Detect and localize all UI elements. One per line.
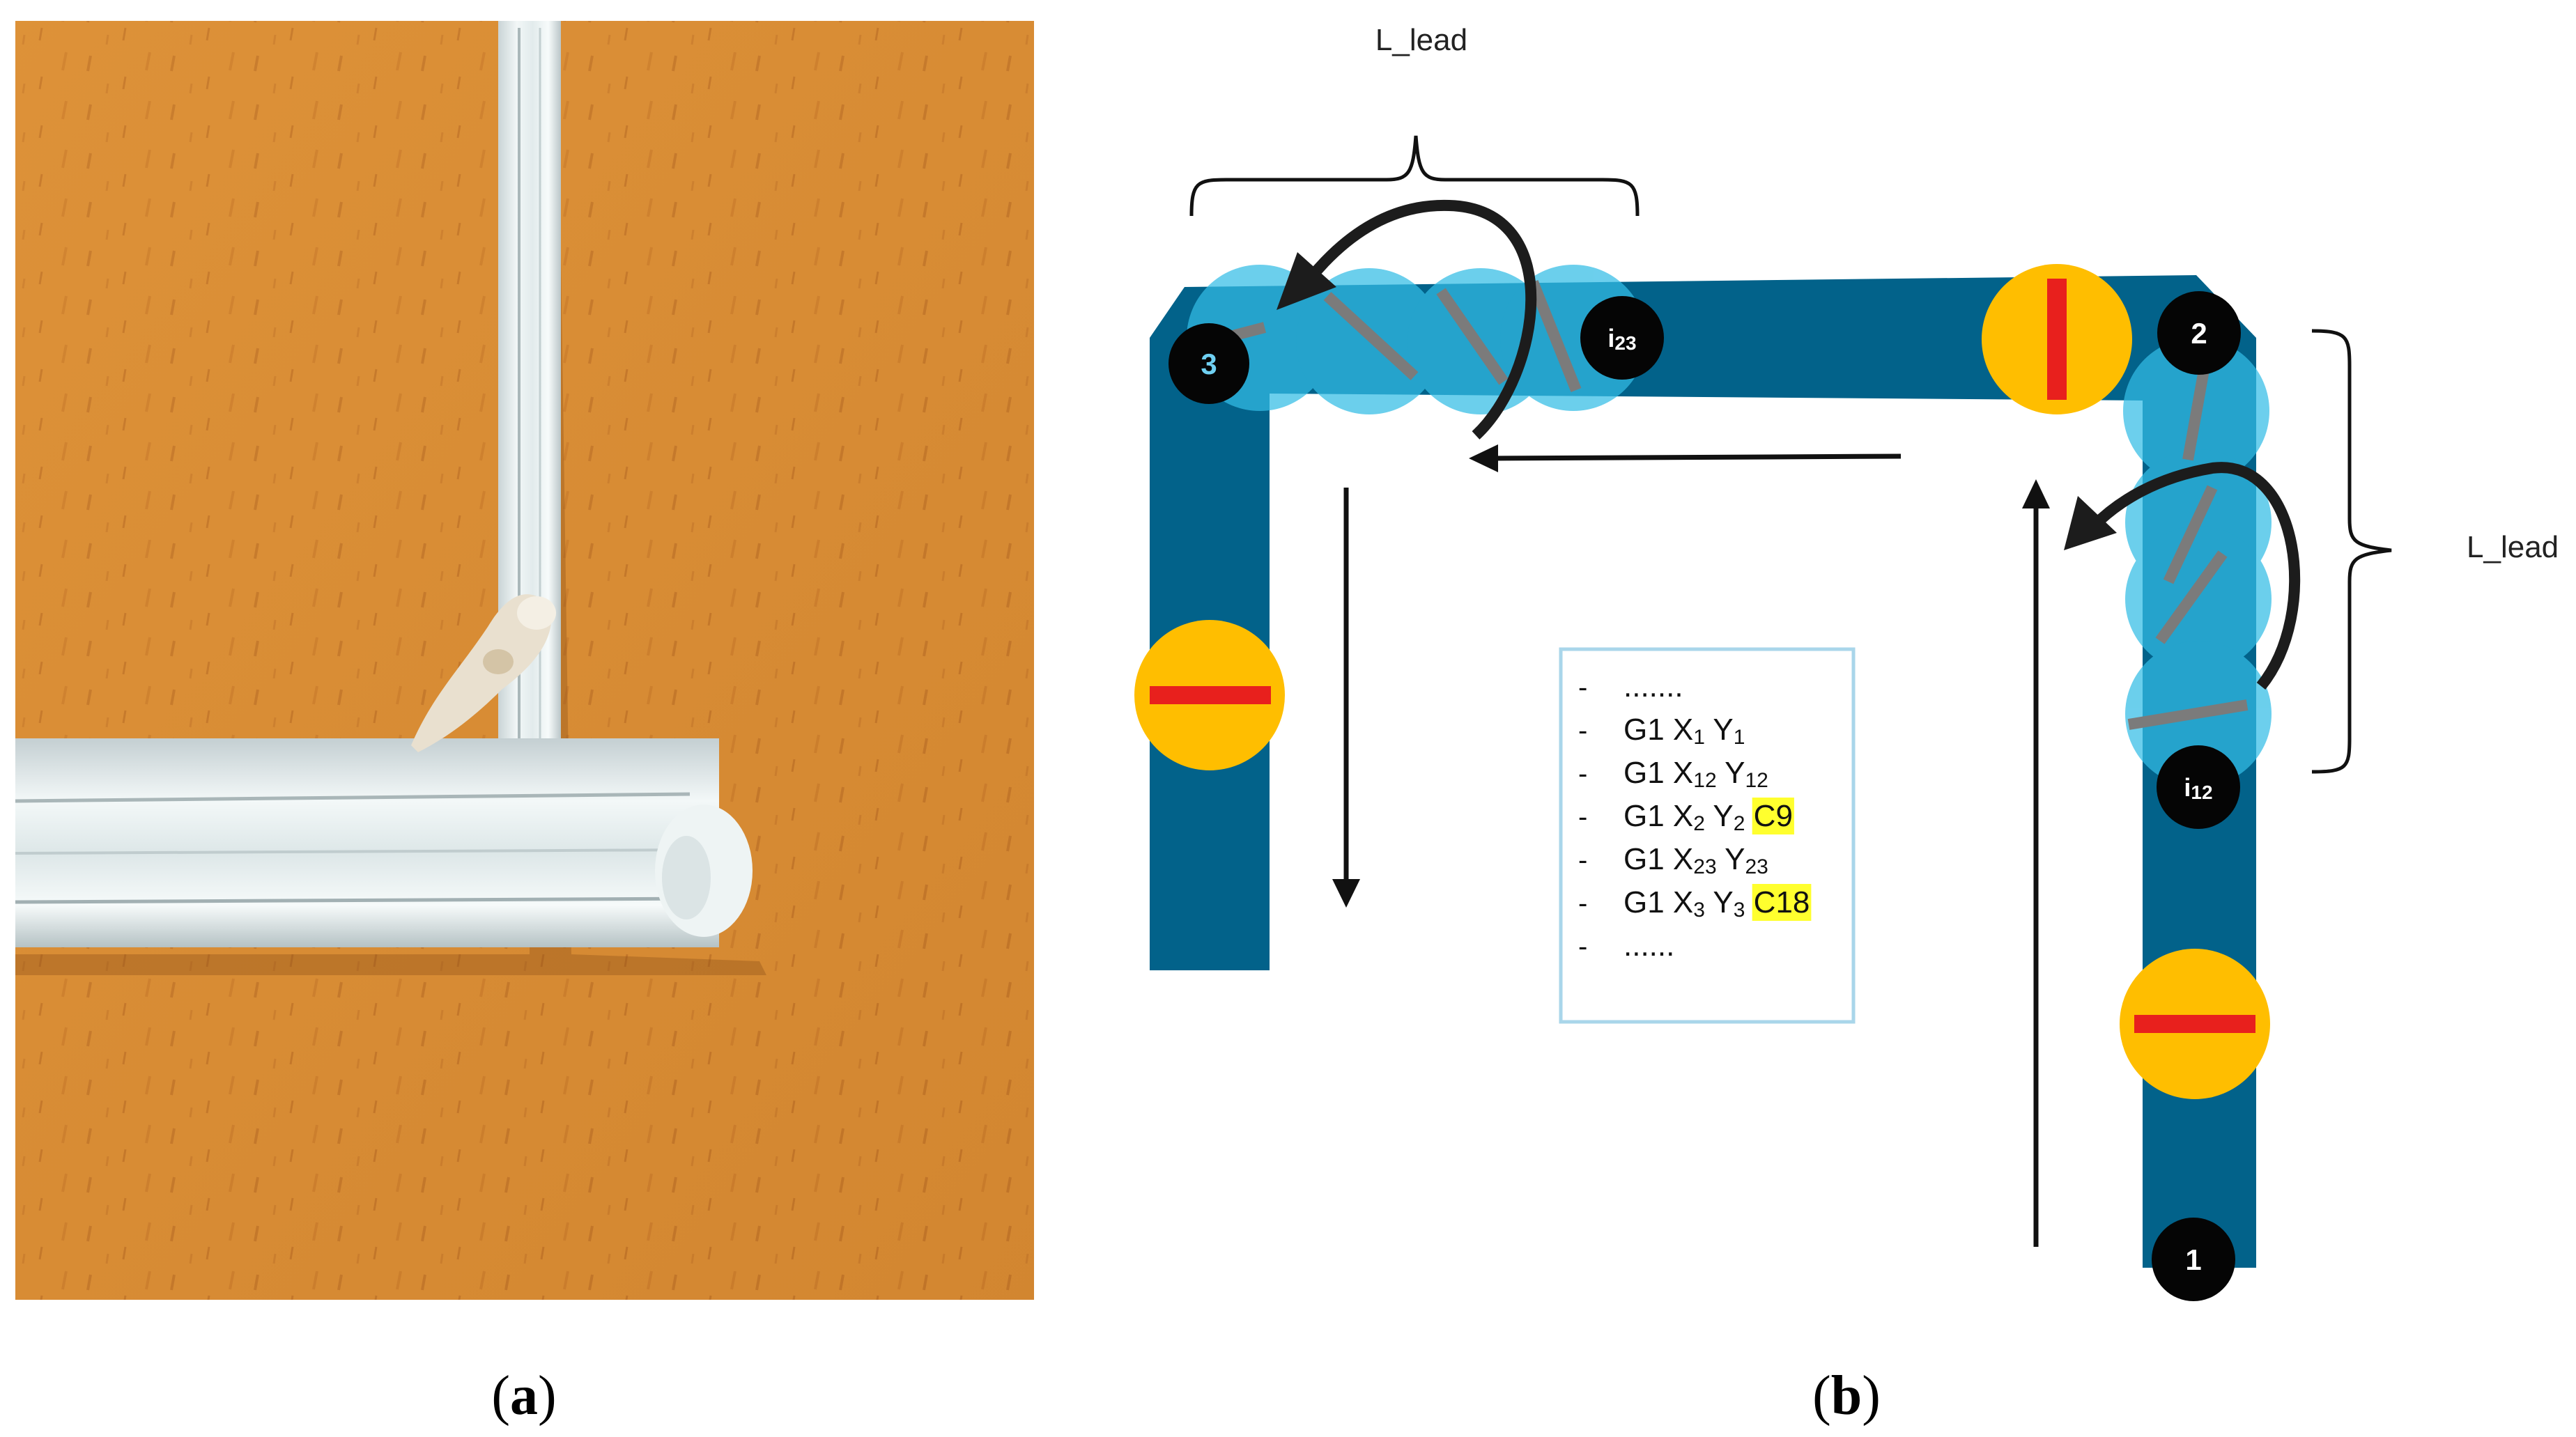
gcode-dash: - bbox=[1578, 931, 1587, 962]
gcode-box: -....... - G1 X1 Y1 - G1 X12 Y12 - G1 X2 Y2 C9… bbox=[1559, 647, 1856, 1024]
gcode-line: G1 X1 Y1 bbox=[1624, 713, 1745, 749]
point-1-label: 1 bbox=[2185, 1243, 2201, 1276]
lead-label-top: L_lead bbox=[1375, 23, 1467, 57]
caption-a: (a) bbox=[491, 1365, 556, 1427]
gcode-dash: - bbox=[1578, 845, 1587, 876]
caption-b: (b) bbox=[1812, 1365, 1881, 1427]
gcode-line: G1 X23 Y23 bbox=[1624, 842, 1768, 878]
lead-brace-right: L_lead bbox=[2311, 329, 2559, 774]
gcode-line: G1 X3 Y3 C18 bbox=[1624, 885, 1810, 922]
panel-b-diagram: 1 2 3 i23 i12 L_lead bbox=[1134, 23, 2559, 1301]
sign-vertical-top bbox=[1982, 264, 2132, 414]
nozzle-circles-top bbox=[1187, 265, 1646, 414]
gcode-highlight-bg bbox=[1752, 884, 1812, 921]
sign-circles bbox=[1134, 264, 2270, 1099]
sign-minus-right bbox=[2120, 949, 2270, 1099]
bead-strokes bbox=[1182, 280, 2249, 730]
gcode-line: G1 X2 Y2 C9 bbox=[1624, 799, 1793, 835]
gcode-highlight-bg bbox=[1752, 798, 1794, 834]
curved-arrow-right bbox=[2090, 462, 2301, 690]
sign-minus-left bbox=[1134, 620, 1285, 770]
point-i12-label: i12 bbox=[2184, 773, 2212, 803]
gcode-line: G1 X12 Y12 bbox=[1624, 756, 1768, 792]
curved-lead-arrows bbox=[1277, 199, 2301, 690]
gcode-line: ...... bbox=[1624, 929, 1674, 963]
corner-defect bbox=[411, 594, 556, 752]
panel-a-photo bbox=[15, 21, 1034, 1300]
gcode-dash: - bbox=[1578, 715, 1587, 746]
gcode-lines: -....... - G1 X1 Y1 - G1 X12 Y12 - G1 X2 Y2 C9… bbox=[1578, 669, 1812, 963]
lead-brace-top: L_lead bbox=[1189, 23, 1640, 217]
point-i23: i23 bbox=[1580, 296, 1664, 380]
printed-wall-horizontal bbox=[15, 738, 719, 947]
gcode-dash: - bbox=[1578, 759, 1587, 789]
gcode-highlight: C9 bbox=[1754, 799, 1793, 833]
point-i12: i12 bbox=[2157, 745, 2240, 829]
curved-arrow-top bbox=[1305, 199, 1537, 440]
point-i23-label: i23 bbox=[1607, 324, 1636, 354]
point-2: 2 bbox=[2157, 291, 2241, 375]
point-3: 3 bbox=[1169, 323, 1249, 404]
gcode-highlight: C18 bbox=[1754, 885, 1810, 919]
lead-label-right: L_lead bbox=[2467, 530, 2559, 564]
toolpath-arrows bbox=[1332, 444, 2050, 1247]
gcode-dash: - bbox=[1578, 672, 1587, 703]
point-markers: 1 2 3 i23 i12 bbox=[1169, 291, 2241, 1301]
gcode-dash: - bbox=[1578, 802, 1587, 832]
point-3-label: 3 bbox=[1201, 348, 1217, 380]
arrow-left bbox=[1492, 453, 1902, 461]
point-1: 1 bbox=[2152, 1218, 2235, 1301]
gcode-line: ....... bbox=[1624, 669, 1683, 704]
point-2-label: 2 bbox=[2191, 317, 2207, 350]
gcode-dash: - bbox=[1578, 888, 1587, 919]
